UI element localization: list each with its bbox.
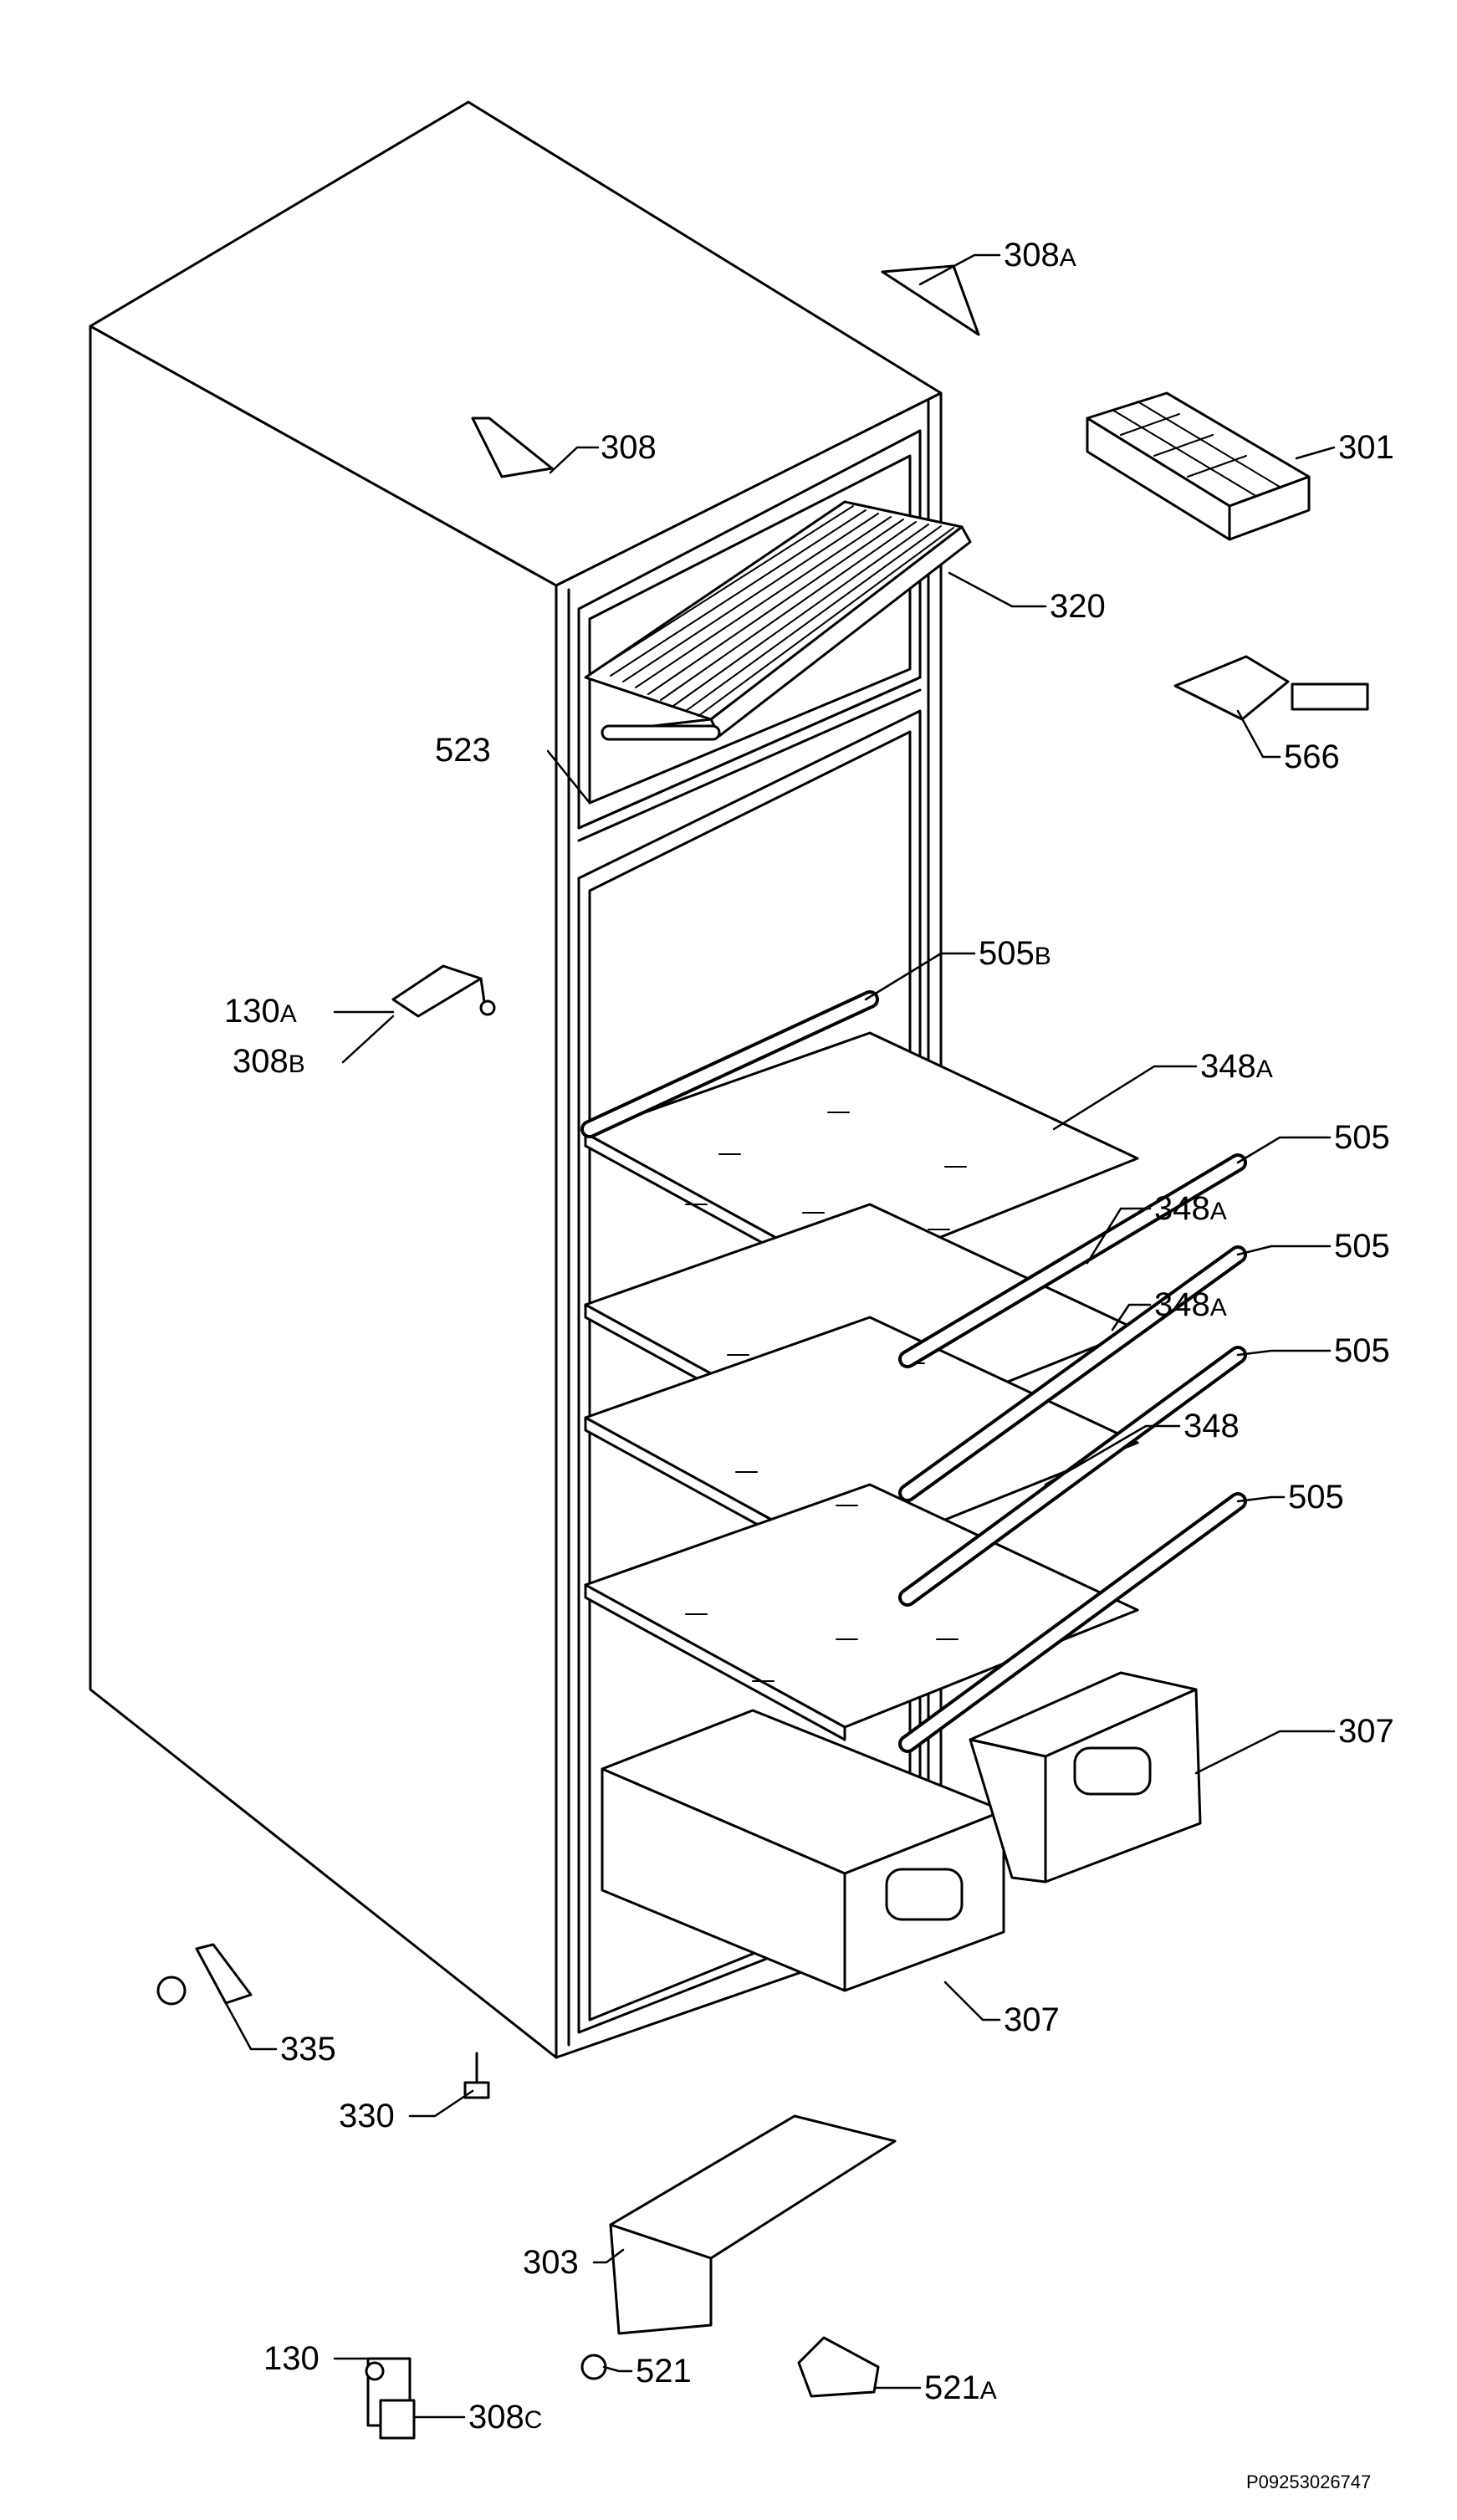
glass-shelves (584, 1031, 1139, 1741)
callout-308: 308 (601, 429, 657, 466)
document-id: P09253026747 (1246, 2471, 1371, 2492)
shelf-guard-strips (580, 990, 1247, 1753)
callout-leaders (224, 253, 1336, 2419)
callout-523: 523 (435, 732, 491, 769)
ice-cube-tray-301 (1086, 391, 1311, 541)
callout-566: 566 (1284, 739, 1340, 775)
callout-301: 301 (1338, 429, 1394, 466)
callout-348: 348 (1183, 1408, 1240, 1444)
callout-130: 130 (263, 2340, 320, 2377)
ice-scraper-566 (1173, 655, 1369, 721)
plug-521 (580, 2354, 607, 2380)
callout-348a-2: 348A (1154, 1190, 1227, 1227)
callout-521: 521 (636, 2353, 692, 2390)
leveling-foot-330 (463, 2052, 490, 2099)
callout-303: 303 (523, 2244, 579, 2281)
callout-308a: 308A (1004, 237, 1076, 273)
hinge-bracket-308a (881, 264, 980, 336)
callout-307-2: 307 (1004, 2001, 1060, 2038)
callout-521a: 521A (924, 2369, 997, 2406)
cover-521a (797, 2336, 880, 2398)
callout-505-1: 505 (1334, 1119, 1390, 1156)
callout-308c: 308C (468, 2399, 542, 2436)
callout-505-3: 505 (1334, 1332, 1390, 1369)
callout-308b: 308B (233, 1043, 305, 1080)
callout-348a-1: 348A (1200, 1048, 1273, 1085)
door-foot-bracket-335 (156, 1943, 253, 2006)
hinge-bracket-308 (471, 417, 554, 478)
hinge-130a-308b (391, 964, 496, 1018)
callout-labels: 308A 308 301 320 566 523 505B 130A 308B … (224, 237, 1394, 2492)
freezer-shelf-320 (584, 500, 972, 741)
callout-335: 335 (280, 2031, 336, 2068)
callout-130a: 130A (224, 993, 297, 1030)
crisper-drawer-front (601, 1709, 1005, 1992)
callout-505-2: 505 (1334, 1228, 1390, 1265)
callout-320: 320 (1050, 588, 1106, 625)
callout-348a-3: 348A (1154, 1286, 1227, 1323)
bottom-hinge-130-308c (365, 2357, 416, 2440)
ventilation-grille-303 (609, 2114, 897, 2335)
callout-505-4: 505 (1288, 1479, 1344, 1516)
callout-307-1: 307 (1338, 1713, 1394, 1750)
crisper-drawer-back (969, 1671, 1202, 1884)
callout-330: 330 (339, 2098, 395, 2134)
callout-505b: 505B (979, 935, 1051, 972)
